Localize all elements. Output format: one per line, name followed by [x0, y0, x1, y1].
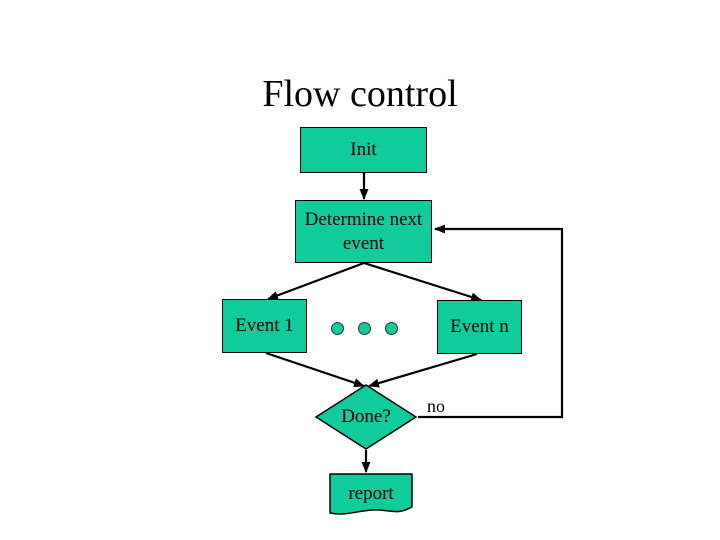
- node-done-label: Done?: [341, 406, 391, 427]
- node-init-label: Init: [350, 139, 377, 160]
- node-determine[interactable]: Determine next event: [295, 200, 432, 263]
- edge-done-to-determine-feedback: [418, 224, 564, 419]
- node-report-label: report: [348, 482, 394, 504]
- node-event1-label: Event 1: [235, 315, 294, 336]
- diamond-shape-icon: [315, 384, 417, 450]
- node-eventn[interactable]: Event n: [437, 300, 522, 354]
- ellipsis-dot-icon: [385, 322, 398, 335]
- edge-eventn-to-done: [368, 352, 478, 388]
- node-init[interactable]: Init: [300, 127, 427, 173]
- node-eventn-label: Event n: [450, 316, 509, 337]
- edge-determine-to-event1: [267, 261, 365, 301]
- node-event1[interactable]: Event 1: [222, 299, 307, 353]
- page-title: Flow control: [262, 73, 458, 115]
- edge-label-no: no: [427, 396, 445, 416]
- node-report[interactable]: report: [329, 473, 413, 517]
- node-done[interactable]: Done?: [315, 384, 417, 450]
- ellipsis-dot-icon: [358, 322, 371, 335]
- ellipsis-dot-icon: [331, 322, 344, 335]
- edge-event1-to-done: [265, 351, 365, 388]
- document-shape-icon: [329, 473, 413, 515]
- node-determine-label: Determine next event: [304, 208, 423, 254]
- edge-determine-to-eventn: [363, 261, 482, 302]
